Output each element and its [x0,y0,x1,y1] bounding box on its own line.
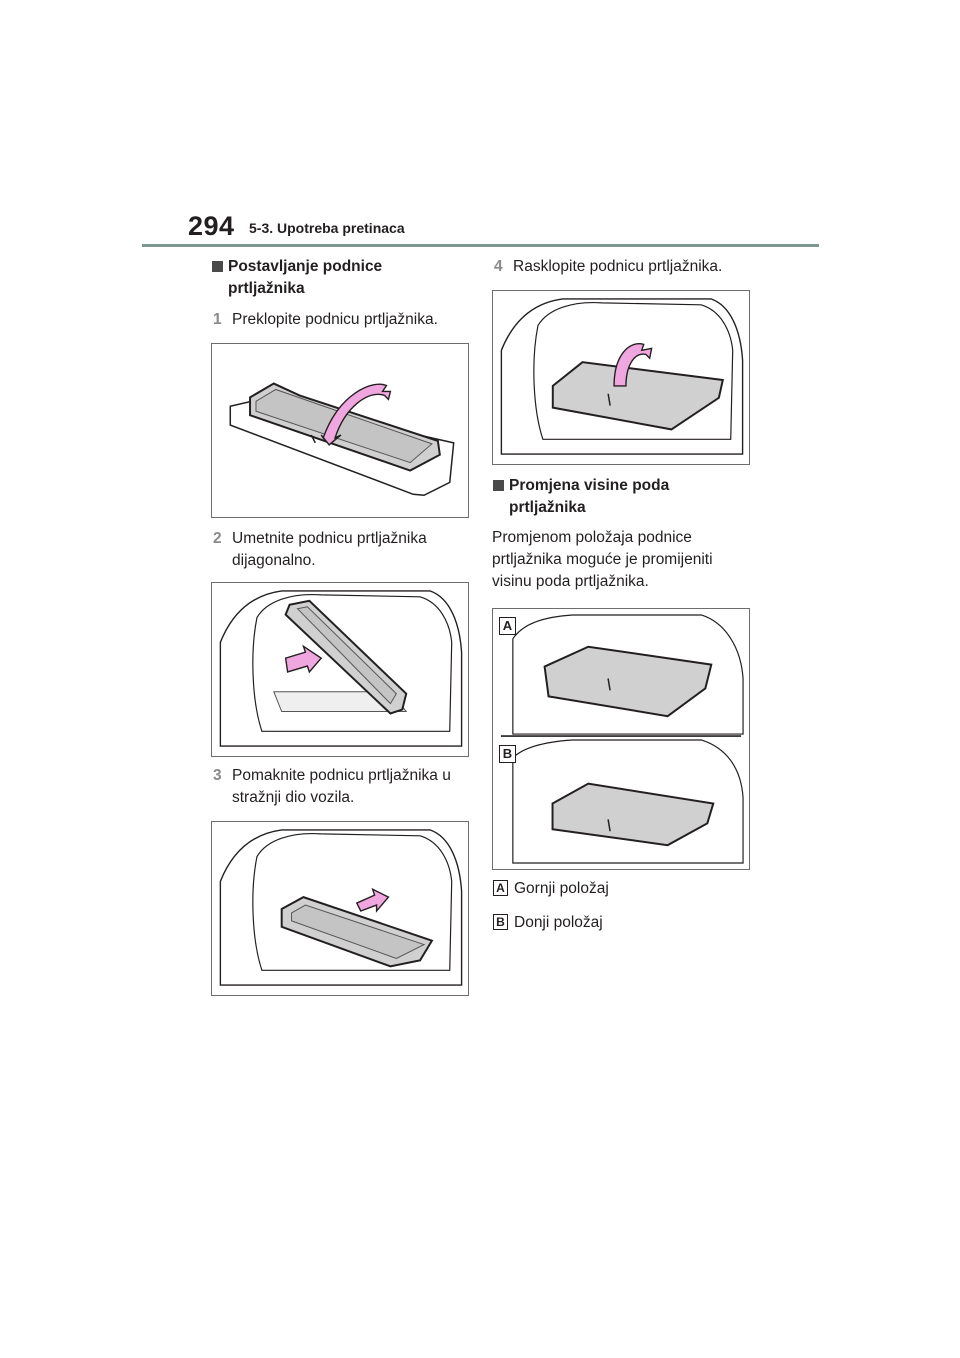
figure-unfold-board [492,290,750,465]
step-1: 1 Preklopite podnicu prtljažnika. [213,311,438,328]
section-title: 5-3. Upotreba pretinaca [249,220,405,236]
figure-move-back [211,821,469,996]
insert-diagonal-illustration [219,590,463,747]
section-heading-height: Promjena visine poda prtljažnika [492,475,750,519]
bullet-square-icon [212,261,223,272]
pink-arrow-icon [613,343,653,387]
unfold-board-illustration [500,298,744,455]
left-column: Postavljanje podnice prtljažnika 1 Prekl… [211,256,469,996]
step-2: 2 Umetnite podnicu prtljažnika dijagonal… [213,530,427,569]
move-back-illustration [219,829,463,986]
right-column: 4 Rasklopite podnicu prtljažnika. Promje… [492,256,750,934]
legend-upper-position: A Gornji položaj [492,878,750,900]
pink-arrow-icon [355,887,390,913]
bullet-square-icon [493,480,504,491]
pink-arrow-icon [284,644,323,674]
height-description: Promjenom položaja podnice prtljažnika m… [492,529,713,590]
floor-positions-illustration [500,614,744,864]
header-rule [142,244,819,247]
fold-board-illustration [229,382,455,497]
page-number: 294 [188,211,235,241]
figure-insert-diagonal [211,582,469,757]
step-4: 4 Rasklopite podnicu prtljažnika. [494,258,723,275]
pink-arrow-icon [320,383,392,446]
step-3: 3 Pomaknite podnicu prtljažnika u stražn… [213,767,451,806]
badge-a: A [499,617,516,635]
legend-lower-position: B Donji položaj [492,912,750,934]
figure-floor-positions: A B [492,608,750,870]
badge-b: B [499,745,516,763]
figure-fold-board [211,343,469,518]
section-heading-installing: Postavljanje podnice prtljažnika [211,256,469,300]
